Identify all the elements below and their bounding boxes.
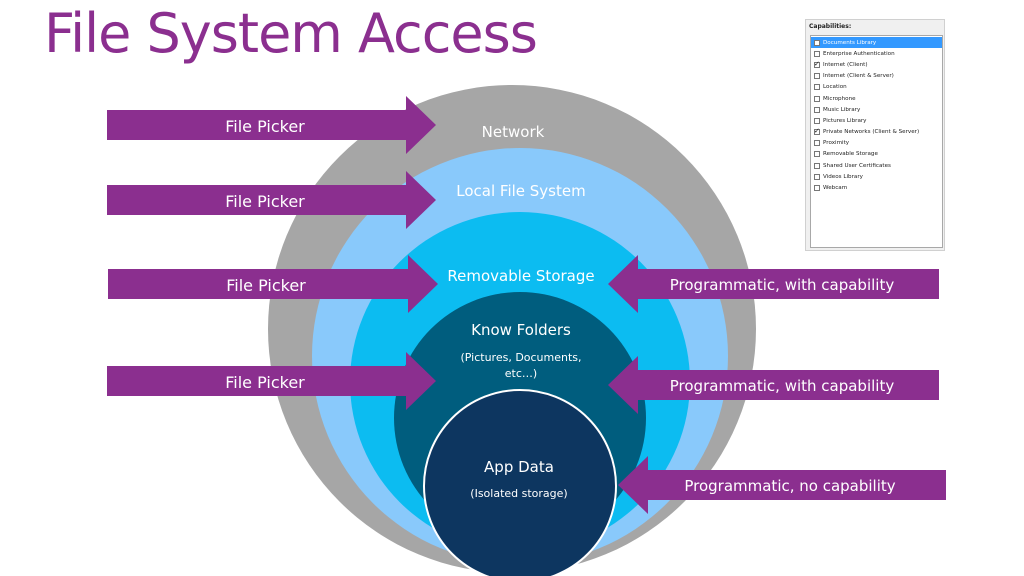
capability-label: Pictures Library xyxy=(823,117,867,124)
capability-item[interactable]: Internet (Client) xyxy=(811,59,942,70)
layer-known-folders-label: Know Folders xyxy=(471,321,571,339)
layer-network-label: Network xyxy=(482,123,545,141)
capability-label: Shared User Certificates xyxy=(823,162,891,169)
page-title: File System Access xyxy=(44,2,538,65)
left-arrow-label: File Picker xyxy=(225,373,305,392)
checkbox-checked-icon[interactable] xyxy=(814,60,820,68)
capability-item[interactable]: Proximity xyxy=(811,138,942,149)
layer-app-data-sublabel: (Isolated storage) xyxy=(470,487,567,500)
capability-item[interactable]: Microphone xyxy=(811,93,942,104)
layer-app-data xyxy=(423,389,617,576)
left-arrow-known-folders: File Picker xyxy=(107,352,436,410)
capability-item[interactable]: Videos Library xyxy=(811,171,942,182)
capability-label: Internet (Client & Server) xyxy=(823,73,894,80)
checkbox-icon[interactable] xyxy=(814,84,820,91)
capability-item[interactable]: Enterprise Authentication xyxy=(811,48,942,59)
capability-label: Location xyxy=(823,84,847,91)
checkbox-icon[interactable] xyxy=(814,162,820,169)
checkbox-icon[interactable] xyxy=(814,140,820,147)
capability-label: Internet (Client) xyxy=(823,61,868,68)
checkbox-icon[interactable] xyxy=(814,50,820,57)
checkbox-icon[interactable] xyxy=(814,106,820,113)
arrow-left-icon xyxy=(608,356,939,414)
layer-app-data-label: App Data xyxy=(484,458,554,476)
capability-item[interactable]: Music Library xyxy=(811,104,942,115)
capability-item[interactable]: Private Networks (Client & Server) xyxy=(811,127,942,138)
layer-known-folders-sublabel: (Pictures, Documents, xyxy=(460,351,581,364)
arrow-left-icon xyxy=(608,255,939,313)
left-arrow-removable-storage: File Picker xyxy=(108,255,438,313)
capability-label: Documents Library xyxy=(823,39,877,46)
capability-item[interactable]: Documents Library xyxy=(811,37,942,49)
capability-label: Videos Library xyxy=(823,173,863,180)
capability-item[interactable]: Shared User Certificates xyxy=(811,160,942,171)
checkbox-icon[interactable] xyxy=(814,117,820,124)
layer-known-folders-sublabel-2: etc…) xyxy=(505,367,537,380)
arrow-right-icon xyxy=(108,255,438,313)
capability-label: Microphone xyxy=(823,95,856,102)
capabilities-title: Capabilities: xyxy=(809,23,852,30)
left-arrow-local-file-system: File Picker xyxy=(107,171,436,229)
arrow-right-icon xyxy=(107,352,436,410)
checkbox-icon[interactable] xyxy=(814,73,820,80)
right-arrow-known-folders: Programmatic, with capability xyxy=(608,356,939,414)
capability-item[interactable]: Pictures Library xyxy=(811,115,942,126)
capability-item[interactable]: Internet (Client & Server) xyxy=(811,71,942,82)
capability-label: Music Library xyxy=(823,106,861,113)
right-arrow-app-data: Programmatic, no capability xyxy=(618,456,946,514)
capability-label: Proximity xyxy=(823,140,850,147)
left-arrow-label: File Picker xyxy=(225,117,305,136)
right-arrow-label: Programmatic, with capability xyxy=(670,276,895,294)
right-arrow-label: Programmatic, with capability xyxy=(670,377,895,395)
capability-label: Webcam xyxy=(823,185,848,192)
arrow-right-icon xyxy=(107,96,436,154)
checkbox-icon[interactable] xyxy=(814,173,820,180)
capability-item[interactable]: Removable Storage xyxy=(811,149,942,160)
capability-item[interactable]: Webcam xyxy=(811,182,942,193)
checkbox-icon[interactable] xyxy=(814,151,820,158)
capability-label: Enterprise Authentication xyxy=(823,50,895,57)
arrow-right-icon xyxy=(107,171,436,229)
checkbox-icon[interactable] xyxy=(814,95,820,102)
left-arrow-label: File Picker xyxy=(225,192,305,211)
arrow-left-icon xyxy=(618,456,946,514)
left-arrow-network: File Picker xyxy=(107,96,436,154)
layer-local-file-system-label: Local File System xyxy=(456,182,585,200)
capability-label: Removable Storage xyxy=(823,151,878,158)
layer-removable-storage-label: Removable Storage xyxy=(447,267,594,285)
checkbox-icon[interactable] xyxy=(814,39,820,46)
capability-item[interactable]: Location xyxy=(811,82,942,93)
checkbox-icon[interactable] xyxy=(814,185,820,192)
right-arrow-label: Programmatic, no capability xyxy=(684,477,895,495)
capability-label: Private Networks (Client & Server) xyxy=(823,129,920,136)
right-arrow-removable-storage: Programmatic, with capability xyxy=(608,255,939,313)
checkbox-checked-icon[interactable] xyxy=(814,127,820,136)
left-arrow-label: File Picker xyxy=(226,276,306,295)
